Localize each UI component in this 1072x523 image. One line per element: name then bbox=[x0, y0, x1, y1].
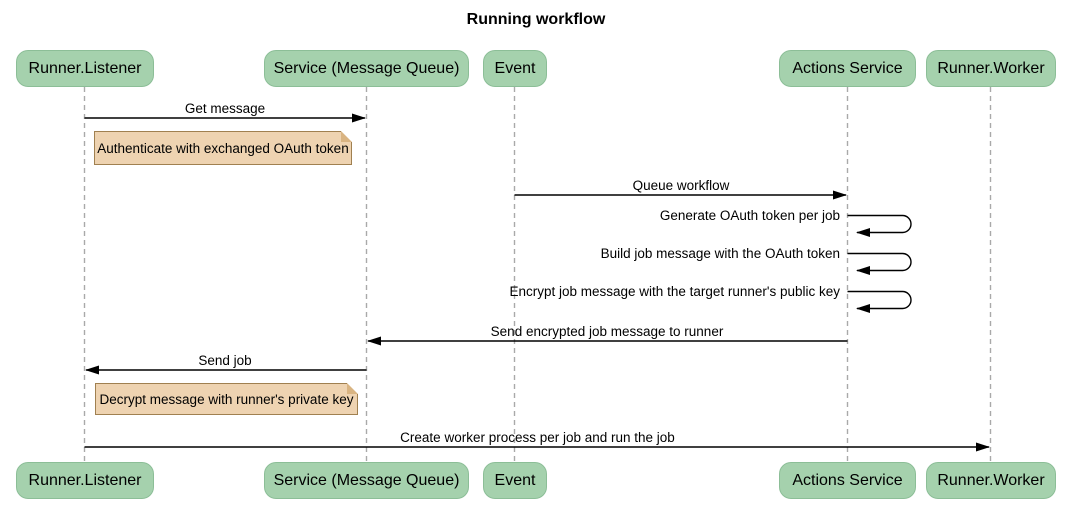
participant-top-event: Event bbox=[483, 50, 547, 87]
participant-label: Runner.Listener bbox=[28, 59, 142, 77]
participant-top-runner-worker: Runner.Worker bbox=[926, 50, 1056, 87]
participant-top-service-message-queue: Service (Message Queue) bbox=[264, 50, 469, 87]
note-label: Decrypt message with runner's private ke… bbox=[99, 391, 354, 407]
participant-bottom-service-message-queue: Service (Message Queue) bbox=[264, 462, 469, 499]
message-label-get-message: Get message bbox=[184, 101, 266, 116]
participant-label: Service (Message Queue) bbox=[273, 59, 460, 77]
participant-bottom-runner-listener: Runner.Listener bbox=[16, 462, 154, 499]
diagram-title: Running workflow bbox=[466, 11, 606, 28]
participant-label: Service (Message Queue) bbox=[273, 471, 460, 489]
participant-label: Actions Service bbox=[792, 59, 903, 77]
selfloop-encrypt-job-message bbox=[847, 290, 912, 313]
selfloop-build-job-message bbox=[847, 252, 912, 275]
participant-label: Runner.Worker bbox=[937, 59, 1045, 77]
note-authenticate-oauth: Authenticate with exchanged OAuth token bbox=[94, 131, 352, 165]
message-label-send-encrypted-job-message: Send encrypted job message to runner bbox=[490, 324, 724, 339]
participant-label: Event bbox=[494, 59, 536, 77]
message-label-send-job: Send job bbox=[198, 353, 252, 368]
message-label-build-job-message: Build job message with the OAuth token bbox=[600, 246, 840, 261]
participant-top-actions-service: Actions Service bbox=[779, 50, 916, 87]
selfloop-generate-oauth-token bbox=[847, 214, 912, 237]
message-label-create-worker-process: Create worker process per job and run th… bbox=[400, 430, 675, 445]
message-label-generate-oauth-token: Generate OAuth token per job bbox=[659, 208, 840, 223]
note-decrypt-message: Decrypt message with runner's private ke… bbox=[95, 383, 358, 415]
note-label: Authenticate with exchanged OAuth token bbox=[97, 140, 349, 156]
message-label-encrypt-job-message: Encrypt job message with the target runn… bbox=[509, 284, 841, 299]
participant-label: Runner.Listener bbox=[28, 471, 142, 489]
participant-bottom-actions-service: Actions Service bbox=[779, 462, 916, 499]
participant-bottom-event: Event bbox=[483, 462, 547, 499]
participant-label: Event bbox=[494, 471, 536, 489]
participant-bottom-runner-worker: Runner.Worker bbox=[926, 462, 1056, 499]
participant-label: Actions Service bbox=[792, 471, 903, 489]
participant-label: Runner.Worker bbox=[937, 471, 1045, 489]
message-label-queue-workflow: Queue workflow bbox=[632, 178, 730, 193]
participant-top-runner-listener: Runner.Listener bbox=[16, 50, 154, 87]
